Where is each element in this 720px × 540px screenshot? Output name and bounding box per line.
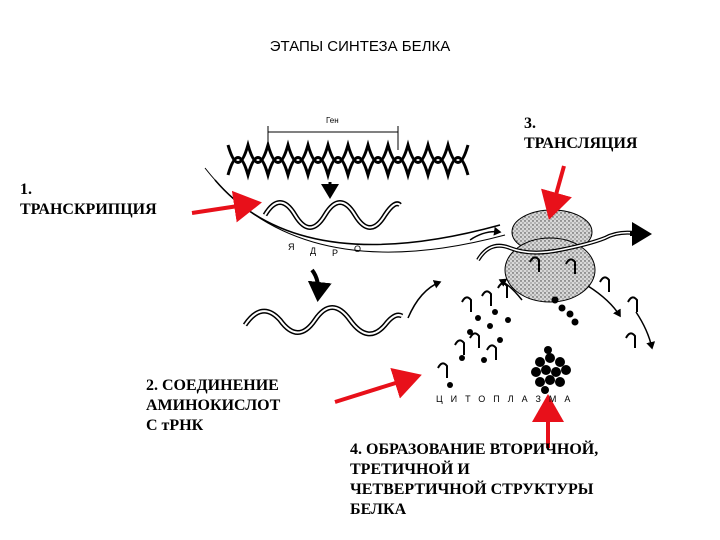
dna-double-helix xyxy=(226,139,470,181)
amino-acids xyxy=(447,309,511,388)
ribosome-small-subunit xyxy=(504,237,596,303)
flow-arrows xyxy=(407,226,656,350)
nucleus-letter: Я xyxy=(288,242,303,252)
gene-label: Ген xyxy=(326,116,339,125)
protein-globule xyxy=(531,346,571,394)
page-title: ЭТАПЫ СИНТЕЗА БЕЛКА xyxy=(269,38,451,55)
nucleus-letter: Р xyxy=(332,248,347,258)
step-translation-label: 3. ТРАНСЛЯЦИЯ xyxy=(524,115,638,152)
step-transcription-label: 1. ТРАНСКРИПЦИЯ xyxy=(20,181,157,218)
nucleus-membrane xyxy=(214,179,501,246)
step-trna-binding-label: 2. СОЕДИНЕНИЕ АМИНОКИСЛОТ С тРНК xyxy=(146,377,281,434)
polypeptide-chain xyxy=(551,296,579,326)
nucleus-letter: О xyxy=(354,244,370,254)
trna-molecules xyxy=(437,256,638,378)
nucleus-letter: Д xyxy=(310,246,325,256)
cytoplasm-label: ЦИТОПЛАЗМА xyxy=(436,394,579,404)
callout-arrows xyxy=(191,165,572,448)
step-structure-label: 4. ОБРАЗОВАНИЕ ВТОРИЧНОЙ, ТРЕТИЧНОЙ И ЧЕ… xyxy=(350,441,599,518)
